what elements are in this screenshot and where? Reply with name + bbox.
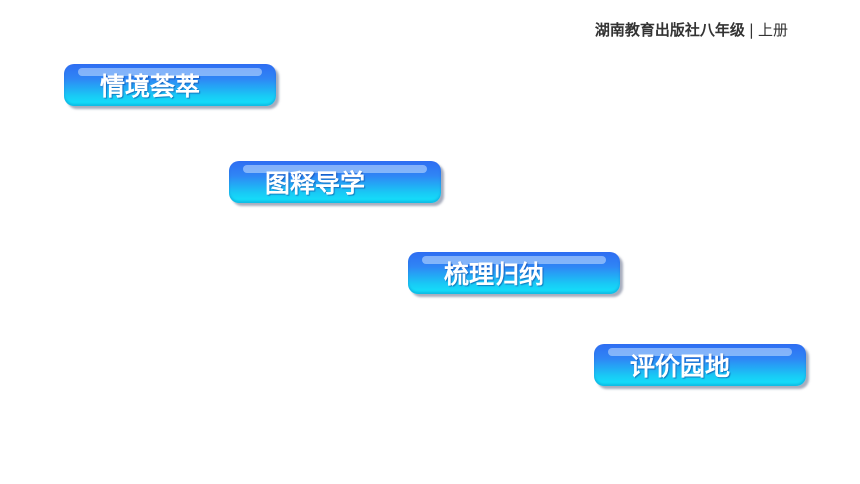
nav-button-situation[interactable]: 情境荟萃 <box>64 64 276 106</box>
nav-button-guided-study[interactable]: 图释导学 <box>229 161 441 203</box>
button-highlight <box>78 68 262 76</box>
nav-button-label: 梳理归纳 <box>444 260 545 289</box>
publisher-name: 湖南教育出版社八年级 <box>594 21 745 39</box>
nav-button-label: 评价园地 <box>630 352 731 381</box>
header-separator: | <box>748 21 754 39</box>
nav-button-label: 图释导学 <box>265 169 366 198</box>
nav-button-summary[interactable]: 梳理归纳 <box>408 252 620 294</box>
nav-button-label: 情境荟萃 <box>100 72 201 101</box>
button-highlight <box>422 256 606 264</box>
button-highlight <box>608 348 792 356</box>
header-caption: 湖南教育出版社八年级|上册 <box>595 19 788 40</box>
nav-button-evaluation[interactable]: 评价园地 <box>594 344 806 386</box>
volume-label: 上册 <box>757 21 788 39</box>
button-highlight <box>243 165 427 173</box>
